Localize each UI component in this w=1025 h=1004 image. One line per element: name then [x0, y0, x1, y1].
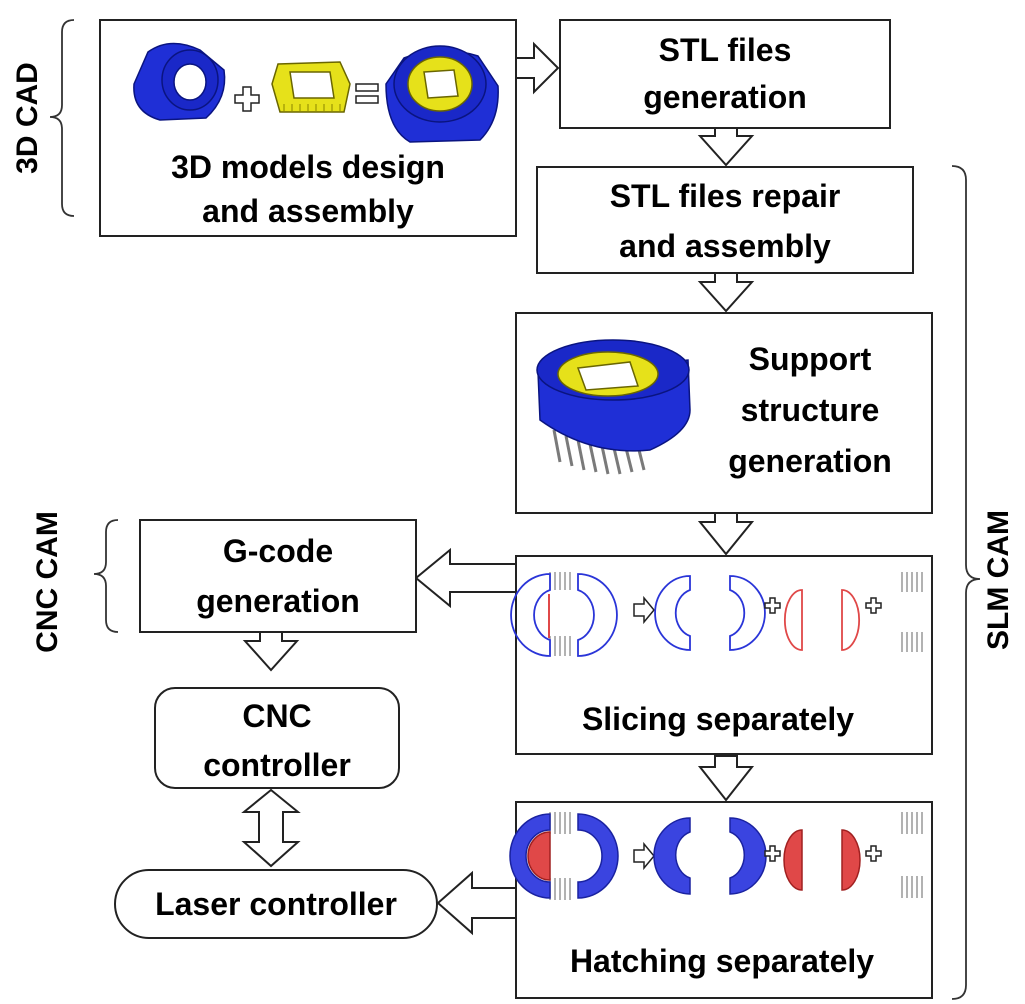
- support-label-3: generation: [728, 443, 892, 479]
- plus-icon: [234, 86, 260, 112]
- cnc-controller-label-2: controller: [203, 747, 351, 783]
- support-structure-box: Support structure generation: [515, 312, 933, 514]
- assembled-part-icon: [385, 45, 499, 143]
- arrow-cnc-laser-bidirectional: [241, 788, 301, 868]
- yellow-insert-part-icon: [271, 61, 351, 113]
- cad-brace: [49, 19, 75, 217]
- arrow-repair-to-support: [697, 272, 755, 313]
- slicing-label: Slicing separately: [582, 701, 854, 737]
- arrow-design-to-stl: [515, 41, 560, 95]
- supported-part-icon: [536, 339, 691, 475]
- laser-controller-label: Laser controller: [155, 886, 397, 922]
- hatching-label: Hatching separately: [570, 943, 874, 979]
- slm-cam-group-label: SLM CAM: [982, 510, 1015, 650]
- arrow-support-to-slicing: [697, 512, 755, 556]
- gcode-label-1: G-code: [223, 533, 333, 569]
- equals-icon: [355, 83, 379, 104]
- stl-repair-label-1: STL files repair: [610, 178, 841, 214]
- cnc-controller-box: CNC controller: [154, 687, 400, 789]
- arrow-hatching-to-laser: [436, 870, 517, 936]
- gcode-box: G-code generation: [139, 519, 417, 633]
- gcode-label-2: generation: [196, 583, 360, 619]
- cnc-controller-label-1: CNC: [242, 698, 311, 734]
- support-label-2: structure: [741, 392, 880, 428]
- arrow-stl-to-repair: [697, 127, 755, 167]
- stl-generation-label-1: STL files: [659, 32, 792, 68]
- slicing-illustration: [510, 572, 923, 657]
- slicing-box: Slicing separately: [510, 555, 933, 755]
- arrow-slicing-to-gcode: [414, 547, 517, 609]
- hatching-illustration: [509, 812, 923, 900]
- stl-generation-box: STL files generation: [559, 19, 891, 129]
- support-label-1: Support: [749, 341, 872, 377]
- stl-repair-label-2: and assembly: [619, 228, 831, 264]
- stl-generation-label-2: generation: [643, 79, 807, 115]
- slm-cam-brace: [951, 165, 981, 1000]
- models-design-box: 3D models design and assembly: [99, 19, 517, 237]
- laser-controller-box: Laser controller: [114, 869, 438, 939]
- models-design-label-1: 3D models design: [171, 149, 445, 185]
- hatching-box: Hatching separately: [509, 801, 933, 999]
- stl-repair-box: STL files repair and assembly: [536, 166, 914, 274]
- models-design-label-2: and assembly: [202, 193, 414, 229]
- arrow-gcode-to-cnc: [242, 631, 300, 672]
- arrow-slicing-to-hatching: [697, 755, 755, 802]
- blue-ring-part-icon: [133, 42, 226, 121]
- cad-group-label: 3D CAD: [11, 62, 44, 174]
- cnc-cam-brace: [93, 519, 119, 633]
- cnc-cam-group-label: CNC CAM: [31, 511, 64, 653]
